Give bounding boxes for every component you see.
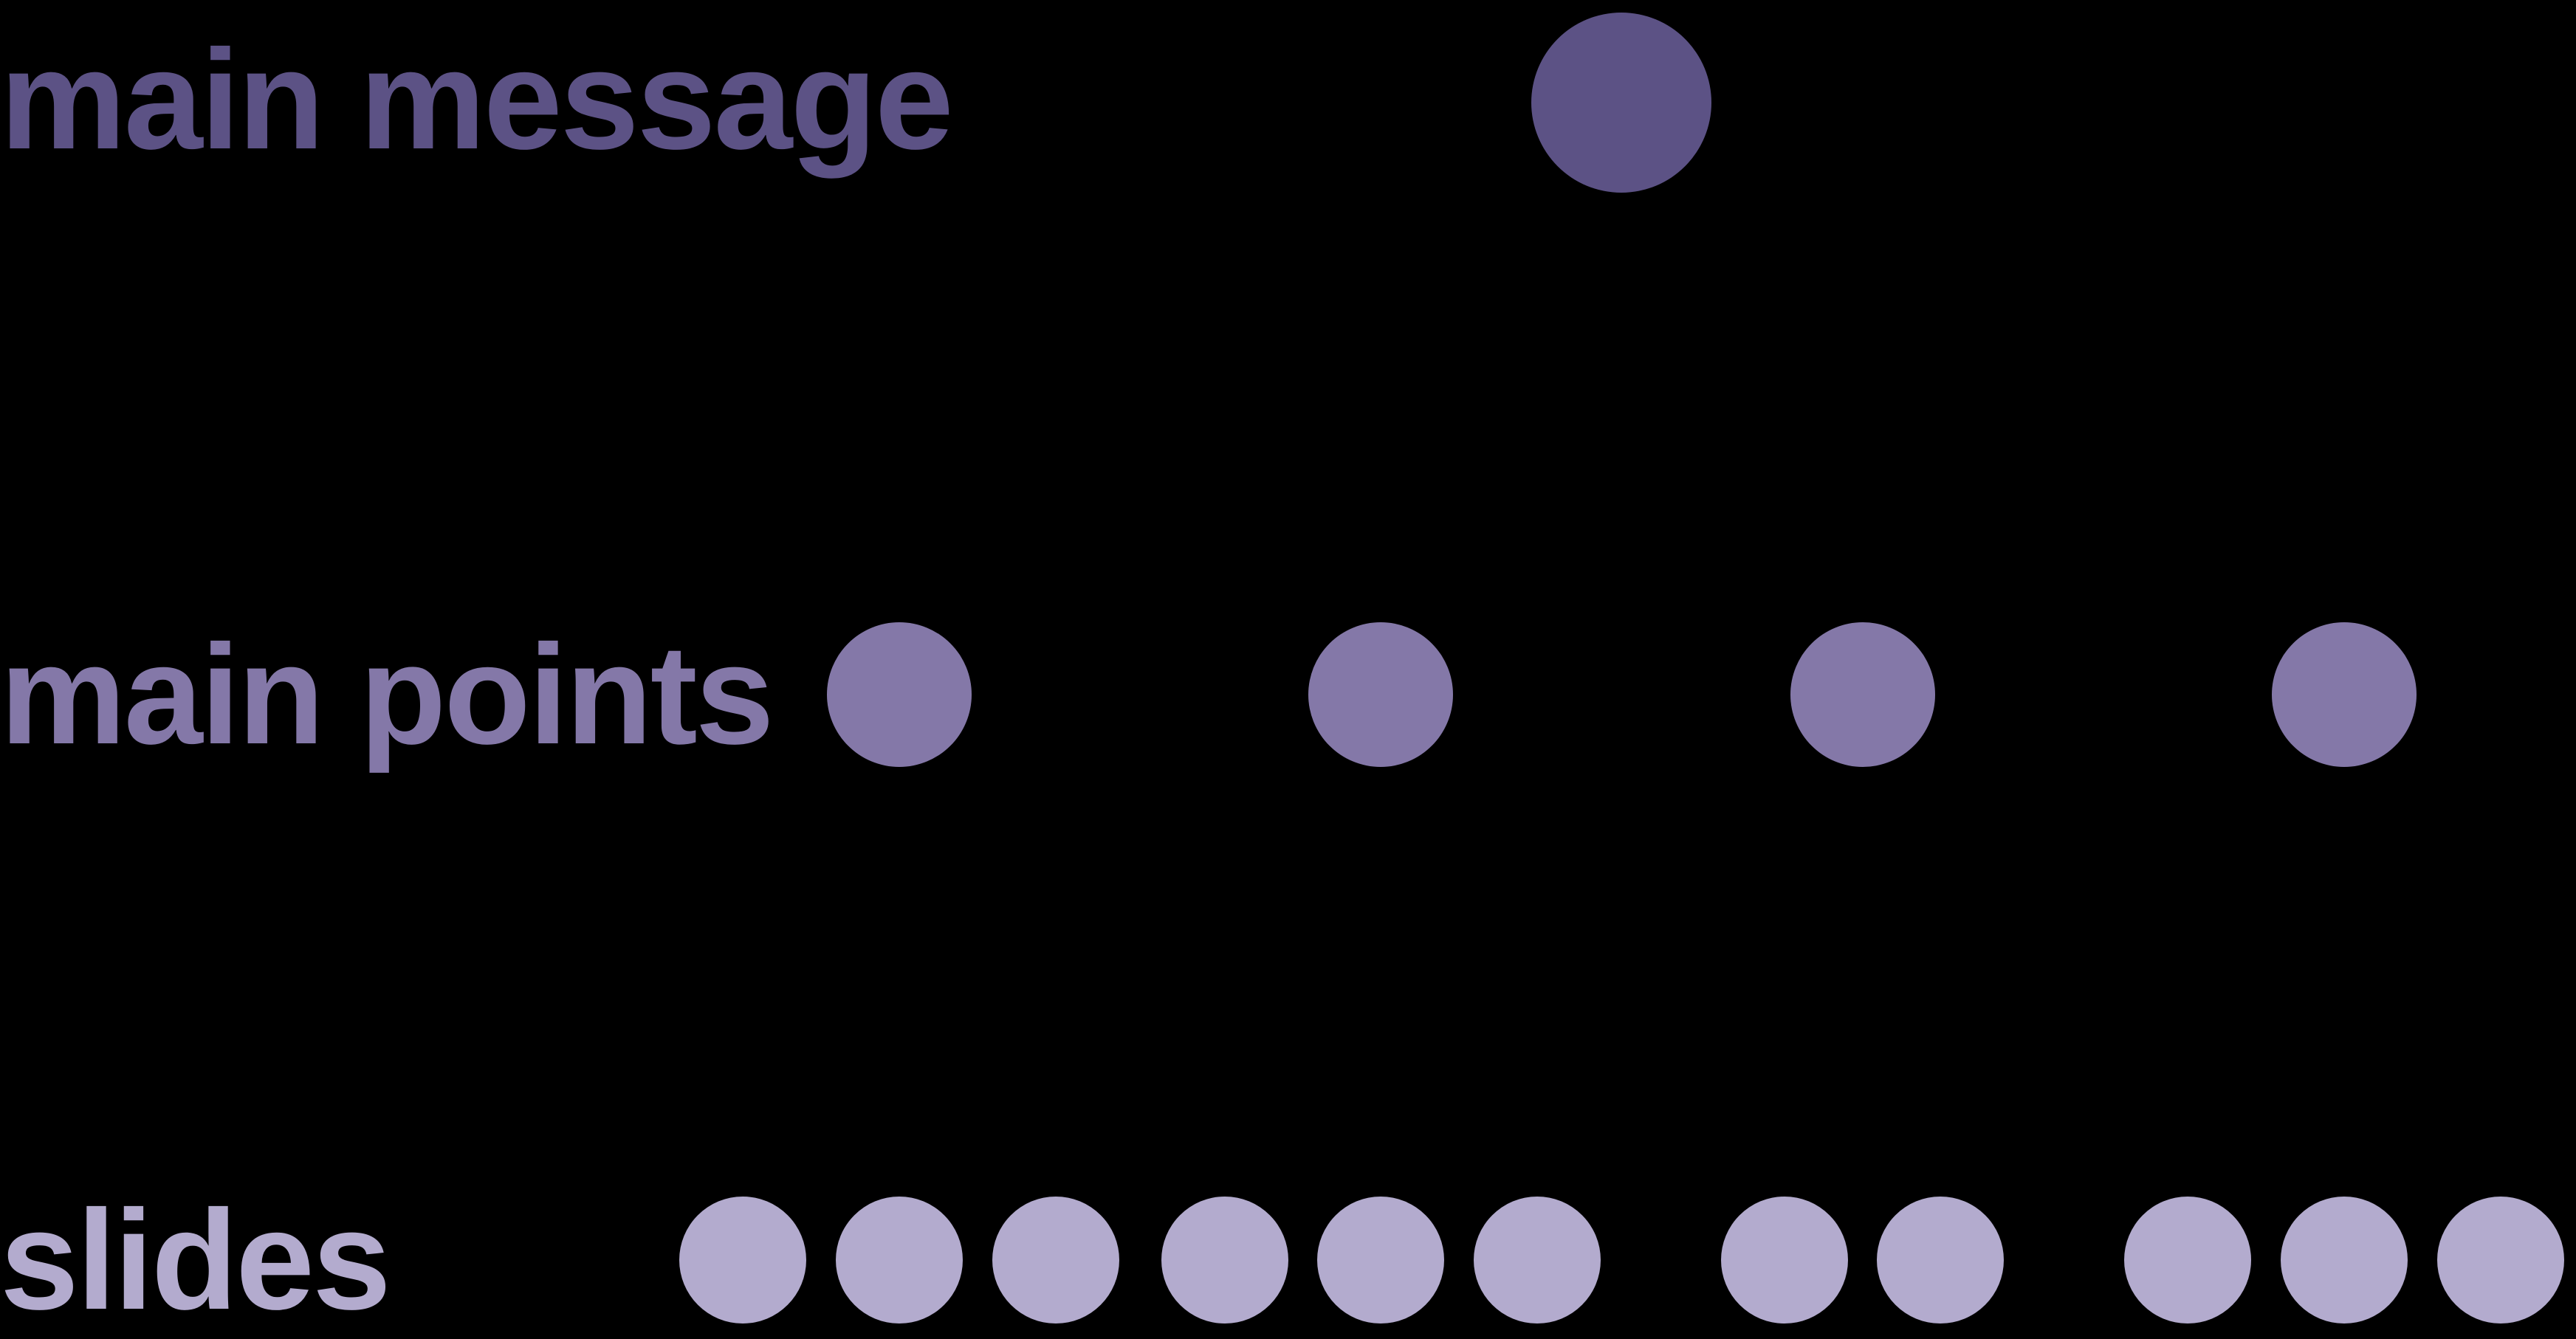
main-point-circle xyxy=(1308,622,1453,767)
slide-circle xyxy=(2124,1197,2251,1323)
main-message-circle xyxy=(1531,13,1711,193)
slide-circle xyxy=(836,1197,963,1323)
label-slides: slides xyxy=(0,1180,391,1339)
slide-circle xyxy=(2281,1197,2408,1323)
slide-circle xyxy=(679,1197,806,1323)
slide-circle xyxy=(1721,1197,1848,1323)
slide-circle xyxy=(2437,1197,2564,1323)
label-main-points: main points xyxy=(0,615,774,774)
slide-circle xyxy=(1474,1197,1601,1323)
main-point-circle xyxy=(2272,622,2417,767)
slide-circle xyxy=(992,1197,1119,1323)
slide-circle xyxy=(1877,1197,2004,1323)
label-main-message: main message xyxy=(0,20,954,179)
slide-circle xyxy=(1161,1197,1288,1323)
main-point-circle xyxy=(827,622,972,767)
slide-circle xyxy=(1317,1197,1444,1323)
main-point-circle xyxy=(1790,622,1935,767)
